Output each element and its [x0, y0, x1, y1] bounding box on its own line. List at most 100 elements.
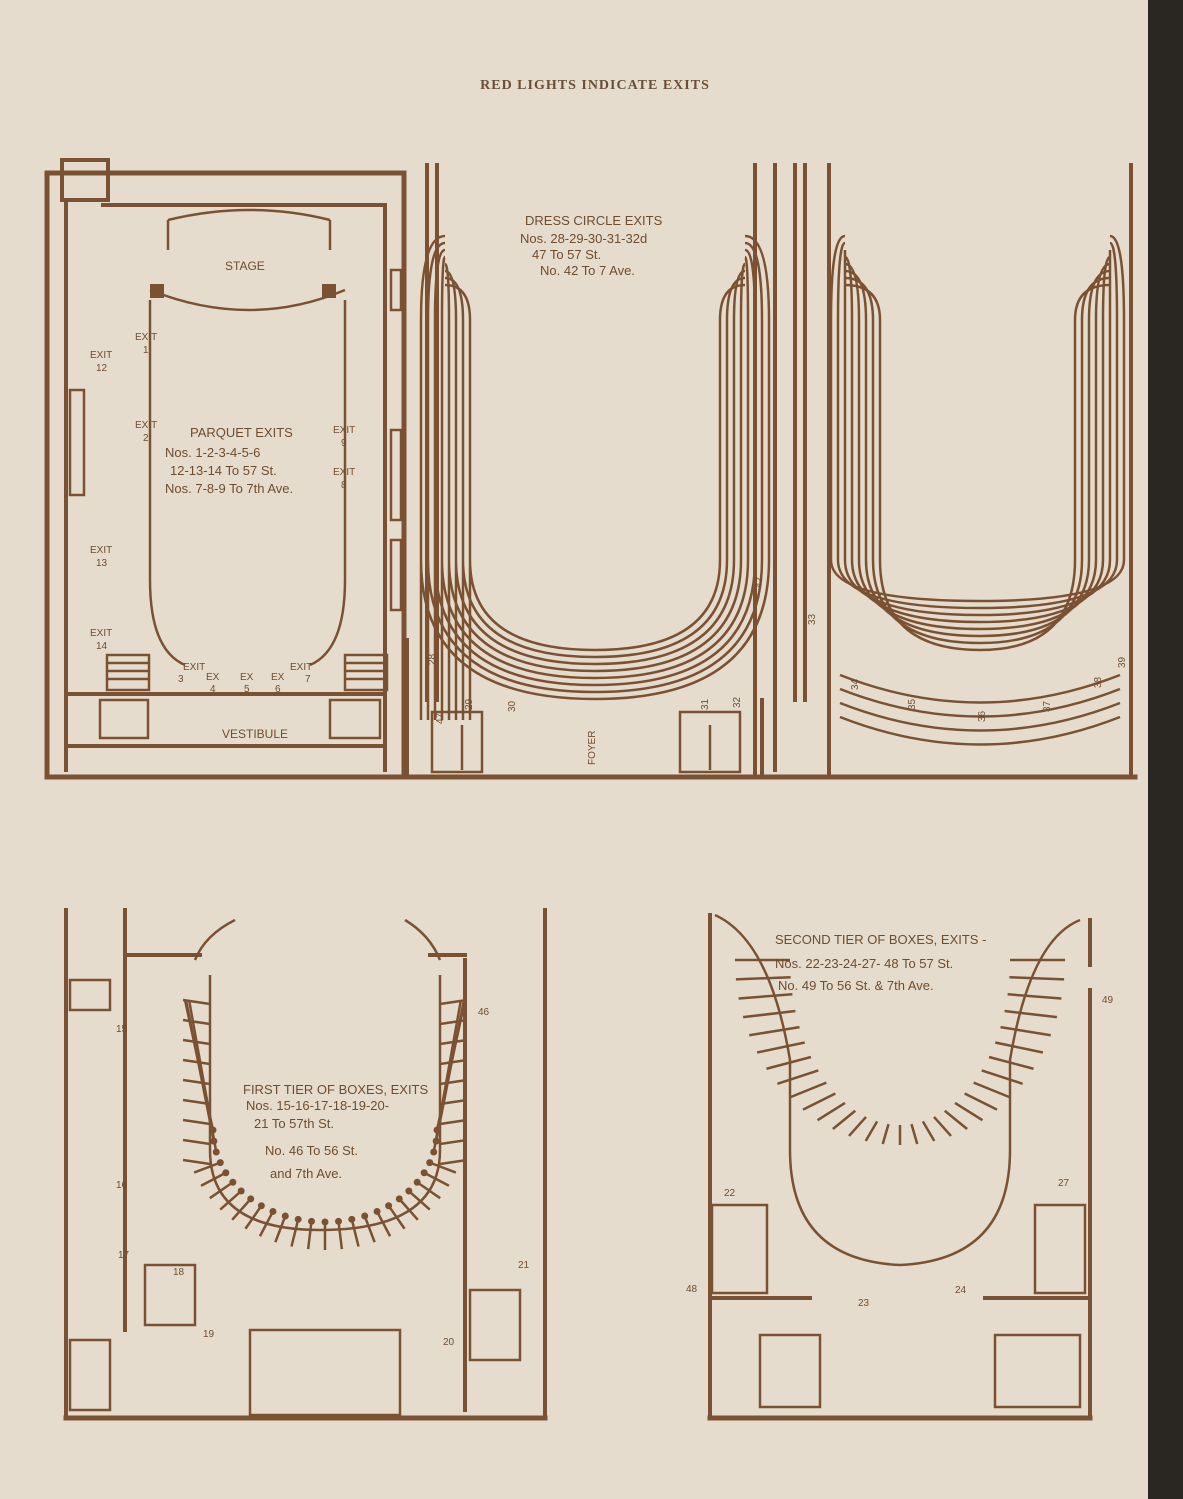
exit-6: 6	[275, 684, 281, 695]
foyer-label: FOYER	[587, 731, 598, 765]
first-tier-line-1: Nos. 15-16-17-18-19-20-	[246, 1098, 389, 1113]
ex-word-5: EX	[240, 672, 254, 683]
box-partition	[182, 1058, 211, 1066]
exit-17: 17	[118, 1250, 130, 1261]
box-partition	[439, 1058, 468, 1066]
box-partition	[766, 1055, 812, 1070]
box-partition	[182, 1118, 211, 1126]
box-seat	[426, 1159, 434, 1167]
exit-word-9: EXIT	[333, 425, 355, 436]
box-seat	[237, 1187, 245, 1195]
parquet-line-2: 12-13-14 To 57 St.	[170, 463, 277, 478]
box-partition	[910, 1123, 919, 1145]
second-tier-plan: SECOND TIER OF BOXES, EXITS - Nos. 22-23…	[686, 913, 1114, 1421]
exit-word-1: EXIT	[135, 332, 157, 343]
balcony-row	[1094, 262, 1111, 321]
box-partition	[921, 1120, 936, 1142]
box-partition	[244, 1205, 263, 1230]
dress-circle-row	[419, 234, 446, 560]
box-seat	[385, 1202, 393, 1210]
box-partition	[274, 1215, 287, 1243]
balcony-row	[829, 234, 1126, 603]
dress-circle-row	[468, 283, 746, 720]
exit-19: 19	[203, 1329, 215, 1340]
dress-circle-row	[443, 262, 451, 560]
dress-circle-row	[426, 241, 764, 720]
box-partition	[408, 1190, 431, 1211]
box-partition	[943, 1109, 968, 1130]
exit-47: 47	[435, 712, 446, 724]
box-partition	[423, 1171, 450, 1187]
box-partition	[337, 1221, 344, 1250]
exit-24: 24	[955, 1285, 967, 1296]
box-partition	[1000, 1025, 1051, 1037]
box-seat	[413, 1178, 421, 1186]
box-partition	[375, 1210, 392, 1237]
box-partition	[802, 1092, 836, 1111]
box-partition	[193, 1161, 221, 1174]
box-partition	[995, 1041, 1044, 1054]
box-partition	[439, 1158, 468, 1166]
exit-2: 2	[143, 433, 149, 444]
box-partition	[182, 1098, 211, 1106]
box-seat	[433, 1126, 441, 1134]
box-partition	[187, 999, 218, 1153]
balcony-lower-row	[839, 687, 1121, 718]
box-partition	[832, 1109, 857, 1130]
box-partition	[182, 1138, 211, 1146]
exit-word-3: EXIT	[183, 662, 205, 673]
exit-31: 31	[700, 698, 711, 710]
box-partition	[439, 1138, 468, 1146]
dress-circle-row	[444, 276, 465, 560]
exit-29: 29	[464, 698, 475, 710]
balcony-row	[1080, 276, 1111, 321]
exit-word-13: EXIT	[90, 545, 112, 556]
box-partition	[219, 1190, 242, 1211]
exit-30: 30	[507, 700, 518, 712]
exit-4: 4	[210, 684, 216, 695]
first-tier-line-4: and 7th Ave.	[270, 1166, 342, 1181]
box-seat	[229, 1178, 237, 1186]
exit-12: 12	[96, 363, 108, 374]
exit-15: 15	[116, 1024, 128, 1035]
ex-word-6: EX	[271, 672, 285, 683]
box-partition	[816, 1101, 846, 1122]
box-partition	[439, 1078, 468, 1086]
exit-49: 49	[1102, 995, 1114, 1006]
dress-circle-title: DRESS CIRCLE EXITS	[525, 213, 663, 228]
balcony-row	[1109, 241, 1119, 321]
box-seat	[307, 1217, 315, 1225]
balcony-row	[836, 241, 1119, 610]
box-seat	[247, 1195, 255, 1203]
box-partition	[182, 998, 211, 1006]
exit-36: 36	[977, 710, 988, 722]
box-seat	[420, 1169, 428, 1177]
box-partition	[749, 1025, 800, 1037]
balcony-lower-row	[839, 715, 1121, 746]
exit-word-2: EXIT	[135, 420, 157, 431]
balcony-row	[844, 255, 1105, 624]
exit-37: 37	[1042, 700, 1053, 712]
exit-14: 14	[96, 641, 108, 652]
box-seat	[216, 1159, 224, 1167]
dress-circle-row	[433, 248, 446, 560]
exit-28: 28	[427, 653, 438, 665]
box-partition	[1004, 1009, 1058, 1019]
dress-circle-row	[433, 248, 757, 720]
box-partition	[182, 1018, 211, 1026]
dress-circle-row	[444, 283, 472, 560]
box-partition	[350, 1219, 360, 1247]
box-seat	[257, 1202, 265, 1210]
exit-27: 27	[1058, 1178, 1070, 1189]
box-partition	[200, 1171, 227, 1187]
exit-20: 20	[443, 1337, 455, 1348]
box-partition	[735, 975, 791, 981]
box-partition	[756, 1041, 805, 1054]
box-partition	[964, 1092, 998, 1111]
exit-7: 7	[305, 674, 311, 685]
balcony-row	[1109, 234, 1126, 321]
box-seat	[432, 1137, 440, 1145]
exit-3: 3	[178, 674, 184, 685]
box-partition	[742, 1009, 796, 1019]
ex-word-4: EX	[206, 672, 220, 683]
